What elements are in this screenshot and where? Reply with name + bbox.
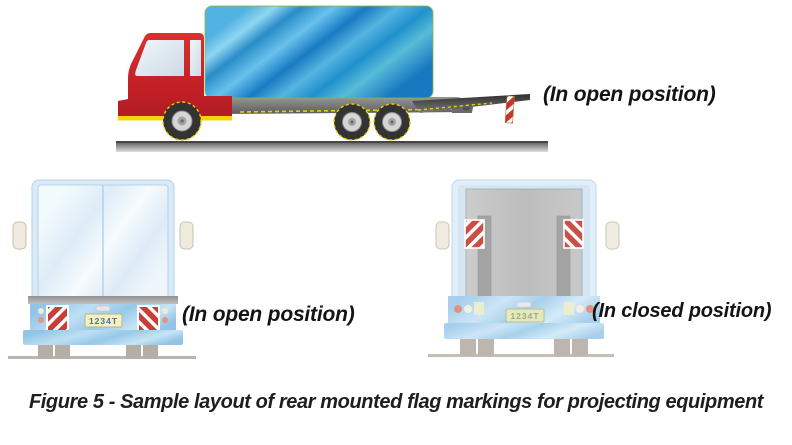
flag-marking-right (563, 219, 584, 249)
flag-marking-right (137, 305, 160, 332)
side-view-position-label: (In open position) (543, 83, 716, 106)
bumper-lower-bar (23, 330, 183, 345)
rear-truck-closed: 1234T (428, 179, 620, 357)
rear-truck-open: 1234T (8, 179, 196, 359)
license-plate-text: 1234T (89, 316, 118, 326)
ground-line (8, 356, 196, 359)
rear-wheels (460, 337, 588, 356)
ground-line (428, 354, 614, 357)
mirror-left (435, 221, 450, 250)
cab-rear-window (190, 40, 201, 76)
bumper-top-bar (28, 296, 178, 304)
figure-caption: Figure 5 - Sample layout of rear mounted… (28, 391, 764, 413)
road-surface (116, 141, 548, 152)
side-view-truck-illustration (116, 5, 548, 152)
flag-marking-left (46, 305, 69, 332)
truck-chassis (218, 96, 470, 114)
cab-front-window (135, 40, 184, 76)
rear-view-open-illustration: 1234T (8, 179, 196, 359)
flag-marking-ramp (504, 95, 515, 124)
cab-wheel (162, 101, 202, 141)
door-handle (95, 305, 111, 312)
license-plate-text: 1234T (510, 311, 539, 321)
ramp-yellow-trim (417, 102, 493, 111)
bumper-lower-bar (444, 323, 604, 339)
tail-lights (38, 308, 168, 323)
cargo-box (204, 5, 434, 99)
rear-closed-position-label: (In closed position) (592, 300, 772, 322)
rear-wheels (38, 342, 158, 359)
tail-lift-ramp (412, 94, 530, 113)
rear-wheel-2 (373, 103, 411, 141)
rear-open-position-label: (In open position) (182, 303, 355, 326)
tail-lights (454, 302, 594, 315)
flag-marking-left (464, 219, 485, 249)
door-handle (516, 301, 532, 308)
mirror-right (605, 221, 620, 250)
mirror-left (12, 221, 27, 250)
rear-view-closed-illustration: 1234T (428, 179, 620, 357)
rear-wheel-1 (333, 103, 371, 141)
mirror-right (179, 221, 194, 250)
license-plate (505, 308, 545, 323)
license-plate (84, 313, 123, 328)
